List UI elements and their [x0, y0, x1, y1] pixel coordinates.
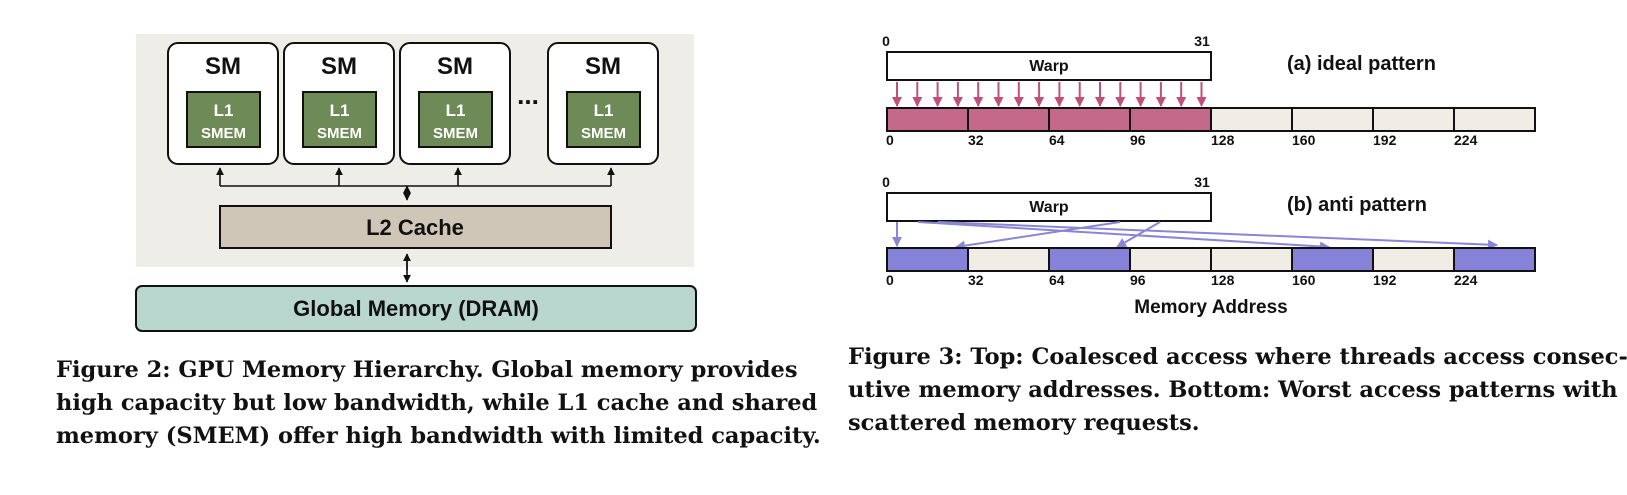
warp-box-anti	[886, 192, 1212, 222]
address-tick-label: 160	[1292, 132, 1316, 148]
ideal-memory-block-3	[1129, 107, 1212, 132]
address-tick-label: 64	[1049, 132, 1065, 148]
caption-line: Figure 2: GPU Memory Hierarchy. Global m…	[56, 357, 798, 383]
figure2-caption: Figure 2: GPU Memory Hierarchy. Global m…	[56, 354, 821, 453]
warp-end-label: 31	[1194, 33, 1210, 49]
anti-memory-block-1	[967, 247, 1050, 272]
ideal-memory-row	[886, 107, 1536, 132]
anti-memory-block-4	[1210, 247, 1293, 272]
address-tick-label: 0	[886, 132, 894, 148]
ideal-address-ticks: 0 32 64 96 128 160 192 224	[886, 132, 1478, 148]
figure2-diagram: SM L1 SMEM SM L1 SMEM SM L1 SMEM ... SM	[135, 34, 697, 332]
anti-address-ticks: 0 32 64 96 128 160 192 224	[886, 272, 1478, 288]
l1-smem-box	[418, 91, 493, 148]
anti-memory-block-0	[886, 247, 969, 272]
ideal-memory-block-4	[1210, 107, 1293, 132]
ideal-pattern-label: (a) ideal pattern	[1287, 53, 1436, 75]
sm-l2-bus	[216, 167, 615, 201]
address-tick-label: 128	[1211, 132, 1235, 148]
smem-label: SMEM	[201, 125, 246, 142]
anti-pattern-label: (b) anti pattern	[1287, 194, 1427, 216]
anti-memory-row	[886, 247, 1536, 272]
address-tick-label: 224	[1454, 272, 1478, 288]
warp-box-ideal	[886, 51, 1212, 81]
address-tick-label: 160	[1292, 272, 1316, 288]
warp-end-label: 31	[1194, 174, 1210, 190]
address-tick-label: 192	[1373, 132, 1397, 148]
anti-memory-block-2	[1048, 247, 1131, 272]
sm-block: SM L1 SMEM	[283, 42, 395, 165]
figure3-caption: Figure 3: Top: Coalesced access where th…	[848, 341, 1627, 440]
ideal-memory-block-1	[967, 107, 1050, 132]
caption-line: memory (SMEM) offer high bandwidth with …	[56, 423, 821, 449]
sm-block: SM L1 SMEM	[167, 42, 279, 165]
anti-memory-block-3	[1129, 247, 1212, 272]
anti-memory-block-7	[1453, 247, 1536, 272]
caption-line: scattered memory requests.	[848, 410, 1200, 436]
l1-label: L1	[330, 101, 350, 120]
warp-label-ideal: Warp	[1029, 58, 1069, 75]
address-tick-label: 128	[1211, 272, 1235, 288]
global-memory-label: Global Memory (DRAM)	[293, 296, 539, 321]
l2-cache-label: L2 Cache	[366, 215, 464, 240]
ideal-memory-block-0	[886, 107, 969, 132]
address-tick-label: 0	[886, 272, 894, 288]
anti-memory-block-6	[1372, 247, 1455, 272]
global-memory-box	[135, 285, 697, 332]
address-tick-label: 32	[968, 132, 984, 148]
smem-label: SMEM	[581, 125, 626, 142]
address-tick-label: 64	[1049, 272, 1065, 288]
ideal-memory-block-5	[1291, 107, 1374, 132]
caption-line: high capacity but low bandwidth, while L…	[56, 390, 818, 416]
address-tick-label: 96	[1130, 132, 1146, 148]
warp-start-label: 0	[882, 33, 890, 49]
sm-label: SM	[437, 53, 473, 80]
address-tick-label: 224	[1454, 132, 1478, 148]
warp-start-label: 0	[882, 174, 890, 190]
l2-cache-box	[219, 205, 612, 249]
l1-smem-box	[302, 91, 377, 148]
sm-label: SM	[205, 53, 241, 80]
l1-label: L1	[446, 101, 466, 120]
address-tick-label: 192	[1373, 272, 1397, 288]
ellipsis-label: ...	[517, 80, 539, 110]
smem-label: SMEM	[317, 125, 362, 142]
address-tick-label: 32	[968, 272, 984, 288]
l1-smem-box	[566, 91, 641, 148]
sm-block: SM L1 SMEM	[399, 42, 511, 165]
sm-label: SM	[585, 53, 621, 80]
ideal-arrows	[892, 82, 1207, 107]
anti-memory-block-5	[1291, 247, 1374, 272]
address-tick-label: 96	[1130, 272, 1146, 288]
figure3-diagram: 0 31 Warp (a) ideal pattern 0 32 64 96 128 16…	[882, 33, 1536, 318]
sm-block: SM L1 SMEM	[547, 42, 659, 165]
anti-arrows	[892, 221, 1498, 252]
smem-label: SMEM	[433, 125, 478, 142]
l1-smem-box	[186, 91, 261, 148]
caption-line: Figure 3: Top: Coalesced access where th…	[848, 344, 1627, 370]
ideal-memory-block-2	[1048, 107, 1131, 132]
sm-label: SM	[321, 53, 357, 80]
memory-address-axis-label: Memory Address	[1134, 297, 1287, 318]
warp-label-anti: Warp	[1029, 199, 1069, 216]
ideal-memory-block-7	[1453, 107, 1536, 132]
l1-label: L1	[214, 101, 234, 120]
l1-label: L1	[594, 101, 614, 120]
caption-line: utive memory addresses. Bottom: Worst ac…	[848, 377, 1618, 403]
ideal-memory-block-6	[1372, 107, 1455, 132]
